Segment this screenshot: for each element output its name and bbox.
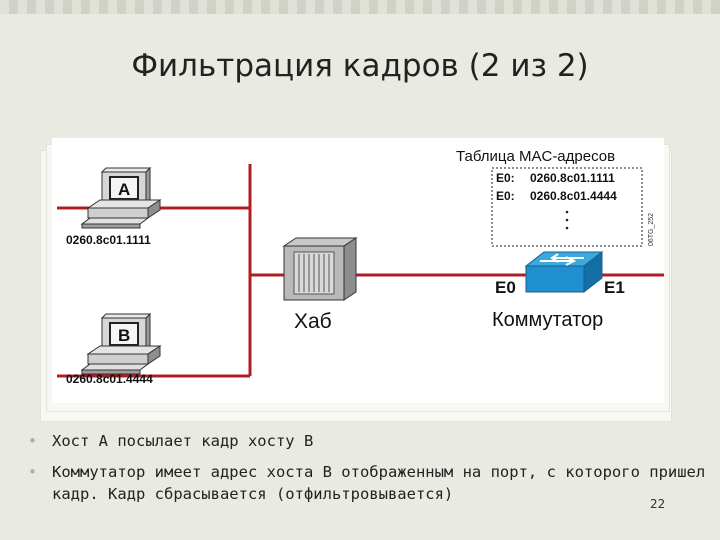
diagram-drawing [57, 164, 664, 378]
host-b-letter: B [118, 326, 131, 345]
mac-table-title: Таблица MAC-адресов [456, 148, 616, 165]
bullet-marker: • [28, 432, 38, 450]
switch-label: Коммутатор [492, 309, 604, 331]
mac-table-row-2-port: E0: [496, 189, 515, 203]
mac-table-row-2-address: 0260.8c01.4444 [530, 189, 617, 203]
slide-title: Фильтрация кадров (2 из 2) [131, 48, 589, 84]
network-diagram: A 0260.8c01.1111 B 0260.8c01.4444 Хаб E0… [52, 138, 664, 403]
switch-icon [524, 250, 604, 294]
host-b-mac-label: 0260.8c01.4444 [66, 372, 153, 386]
figure-code: 06TG_252 [648, 212, 655, 246]
bullet-marker: • [28, 463, 38, 481]
port-e1-label: E1 [604, 278, 625, 297]
bullet-text: Хост A посылает кадр хосту B [52, 432, 314, 450]
bullet-item: • Хост A посылает кадр хосту B [28, 430, 708, 452]
computer-icon-host-a [80, 166, 162, 229]
top-decor-band [0, 0, 720, 14]
mac-table-row-1-port: E0: [496, 171, 515, 185]
mac-table-box [491, 167, 643, 247]
bullet-list: • Хост A посылает кадр хосту B • Коммута… [28, 430, 708, 514]
page-number: 22 [650, 497, 666, 511]
bullet-text: Коммутатор имеет адрес хоста B отображен… [52, 463, 706, 503]
ellipsis-dot [565, 210, 569, 214]
host-a-mac-label: 0260.8c01.1111 [66, 233, 151, 247]
host-a-letter: A [118, 180, 131, 199]
ellipsis-dot [565, 218, 569, 222]
mac-table-row-1-address: 0260.8c01.1111 [530, 171, 615, 185]
bullet-item: • Коммутатор имеет адрес хоста B отображ… [28, 461, 708, 505]
ellipsis-dot [565, 226, 569, 230]
computer-icon-host-b [80, 312, 162, 375]
hub-label: Хаб [294, 310, 332, 333]
port-e0-label: E0 [495, 278, 516, 297]
hub-icon [282, 237, 358, 301]
